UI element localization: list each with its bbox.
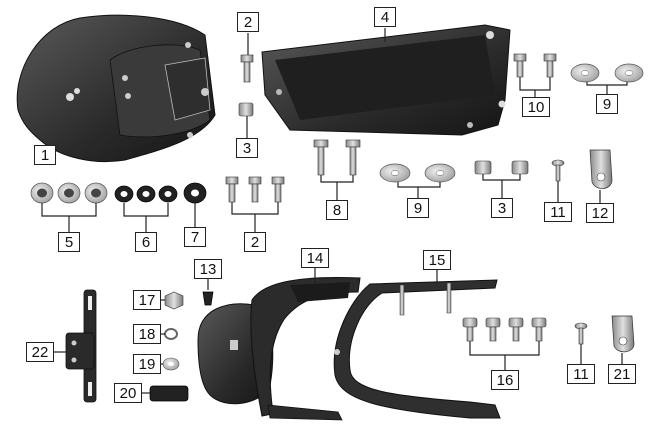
grommet-part [183, 182, 207, 204]
nut-part [164, 291, 184, 310]
grab-handle-part [197, 276, 361, 421]
callout-3-middle: 3 [491, 198, 513, 218]
bracket-clip-part [611, 315, 635, 353]
screw-part [551, 159, 565, 182]
callout-22: 22 [26, 342, 54, 362]
callout-2-top: 2 [237, 12, 259, 32]
spring-washer-part [164, 328, 178, 340]
callout-10: 10 [522, 97, 550, 117]
reflector-part [149, 385, 189, 402]
callout-14: 14 [301, 248, 329, 268]
callout-9-top: 9 [596, 94, 618, 114]
callout-4: 4 [374, 7, 396, 27]
rear-rack-part [333, 279, 501, 419]
plug-part [202, 291, 214, 306]
callout-3-top: 3 [236, 138, 258, 158]
long-bolt-pair-part [313, 139, 361, 176]
callout-7: 7 [184, 227, 206, 247]
washer-set-part [30, 182, 108, 204]
washer-pair-part [570, 63, 644, 83]
clip-nut-part [238, 102, 254, 117]
callout-8: 8 [326, 200, 348, 220]
screw-part [574, 322, 588, 345]
bracket-clip-part [589, 149, 613, 189]
callout-21: 21 [608, 364, 636, 384]
callout-13: 13 [194, 259, 222, 279]
callout-17: 17 [133, 290, 161, 310]
license-bracket-part [65, 289, 97, 403]
callout-2-middle: 2 [244, 232, 266, 252]
bolt-part [240, 54, 254, 83]
callout-9-middle: 9 [407, 198, 429, 218]
bolt-pair-part [513, 53, 557, 78]
callout-1: 1 [34, 145, 56, 165]
callout-19: 19 [133, 354, 161, 374]
callout-11-middle: 11 [544, 202, 572, 222]
callout-5: 5 [58, 232, 80, 252]
bolt-set-part [462, 317, 547, 342]
callout-18: 18 [133, 324, 161, 344]
bolt-set-part [225, 176, 285, 203]
callout-20: 20 [114, 383, 142, 403]
flat-washer-part [162, 357, 180, 371]
grommet-set-part [114, 185, 178, 203]
clip-nut-pair-part [474, 160, 529, 175]
rear-fender-part [16, 14, 216, 163]
callout-12: 12 [586, 203, 614, 223]
under-tray-part [261, 24, 511, 136]
callout-16: 16 [491, 370, 519, 390]
washer-pair-part [379, 163, 456, 183]
callout-11-bottom: 11 [567, 364, 595, 384]
callout-15: 15 [423, 250, 451, 270]
callout-6: 6 [135, 232, 157, 252]
